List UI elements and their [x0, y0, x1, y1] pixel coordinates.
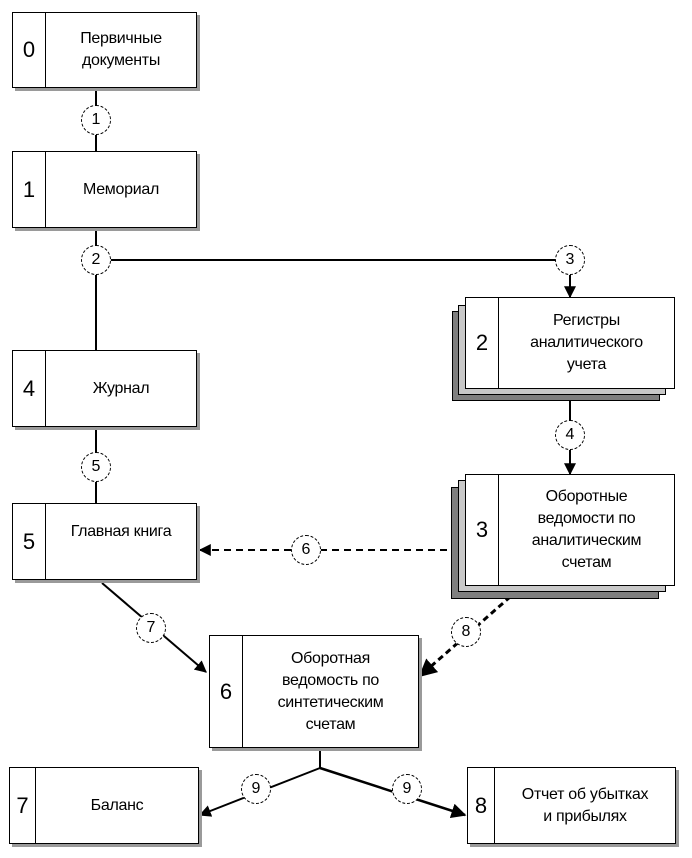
node-number: 7	[10, 768, 36, 843]
step-marker-8: 8	[451, 617, 481, 647]
step-marker-3: 3	[555, 245, 585, 275]
node-label: Баланс	[90, 796, 144, 814]
node-4-journal: 4 Журнал	[12, 350, 197, 427]
node-number: 6	[210, 636, 243, 747]
node-number: 5	[13, 504, 46, 579]
node-label: Оборотные ведомости по аналитическим сче…	[531, 488, 642, 571]
node-7-balance: 7 Баланс	[9, 767, 199, 844]
node-6-synthetic-turnover-sheet: 6 Оборотная ведомость по синтетическим с…	[209, 635, 419, 748]
node-label: Мемориал	[83, 180, 159, 198]
node-number: 2	[466, 298, 499, 388]
node-number: 1	[13, 152, 46, 227]
node-label: Журнал	[92, 379, 150, 397]
node-5-general-ledger: 5 Главная книга	[12, 503, 197, 580]
node-number: 3	[466, 475, 499, 585]
step-marker-2: 2	[81, 245, 111, 275]
step-marker-9-right: 9	[392, 774, 422, 804]
node-8-profit-loss-report: 8 Отчет об убытках и прибылях	[467, 767, 676, 844]
node-3-analytical-turnover-sheets: 3 Оборотные ведомости по аналитическим с…	[465, 474, 675, 586]
node-label: Отчет об убытках и прибылях	[521, 785, 649, 825]
node-label: Первичные документы	[80, 30, 162, 69]
node-label: Оборотная ведомость по синтетическим сче…	[277, 649, 384, 733]
step-marker-7: 7	[136, 613, 166, 643]
node-label: Регистры аналитического учета	[530, 312, 643, 373]
node-0-primary-documents: 0 Первичные документы	[12, 12, 197, 88]
node-label: Главная книга	[70, 522, 172, 540]
node-1-memorial: 1 Мемориал	[12, 151, 197, 228]
node-2-analytical-registers: 2 Регистры аналитического учета	[465, 297, 675, 389]
node-number: 4	[13, 351, 46, 426]
step-marker-9-left: 9	[241, 774, 271, 804]
step-marker-6: 6	[291, 535, 321, 565]
step-marker-4: 4	[555, 420, 585, 450]
step-marker-5: 5	[81, 452, 111, 482]
step-marker-1: 1	[81, 105, 111, 135]
node-number: 8	[468, 768, 495, 843]
node-number: 0	[13, 13, 46, 87]
